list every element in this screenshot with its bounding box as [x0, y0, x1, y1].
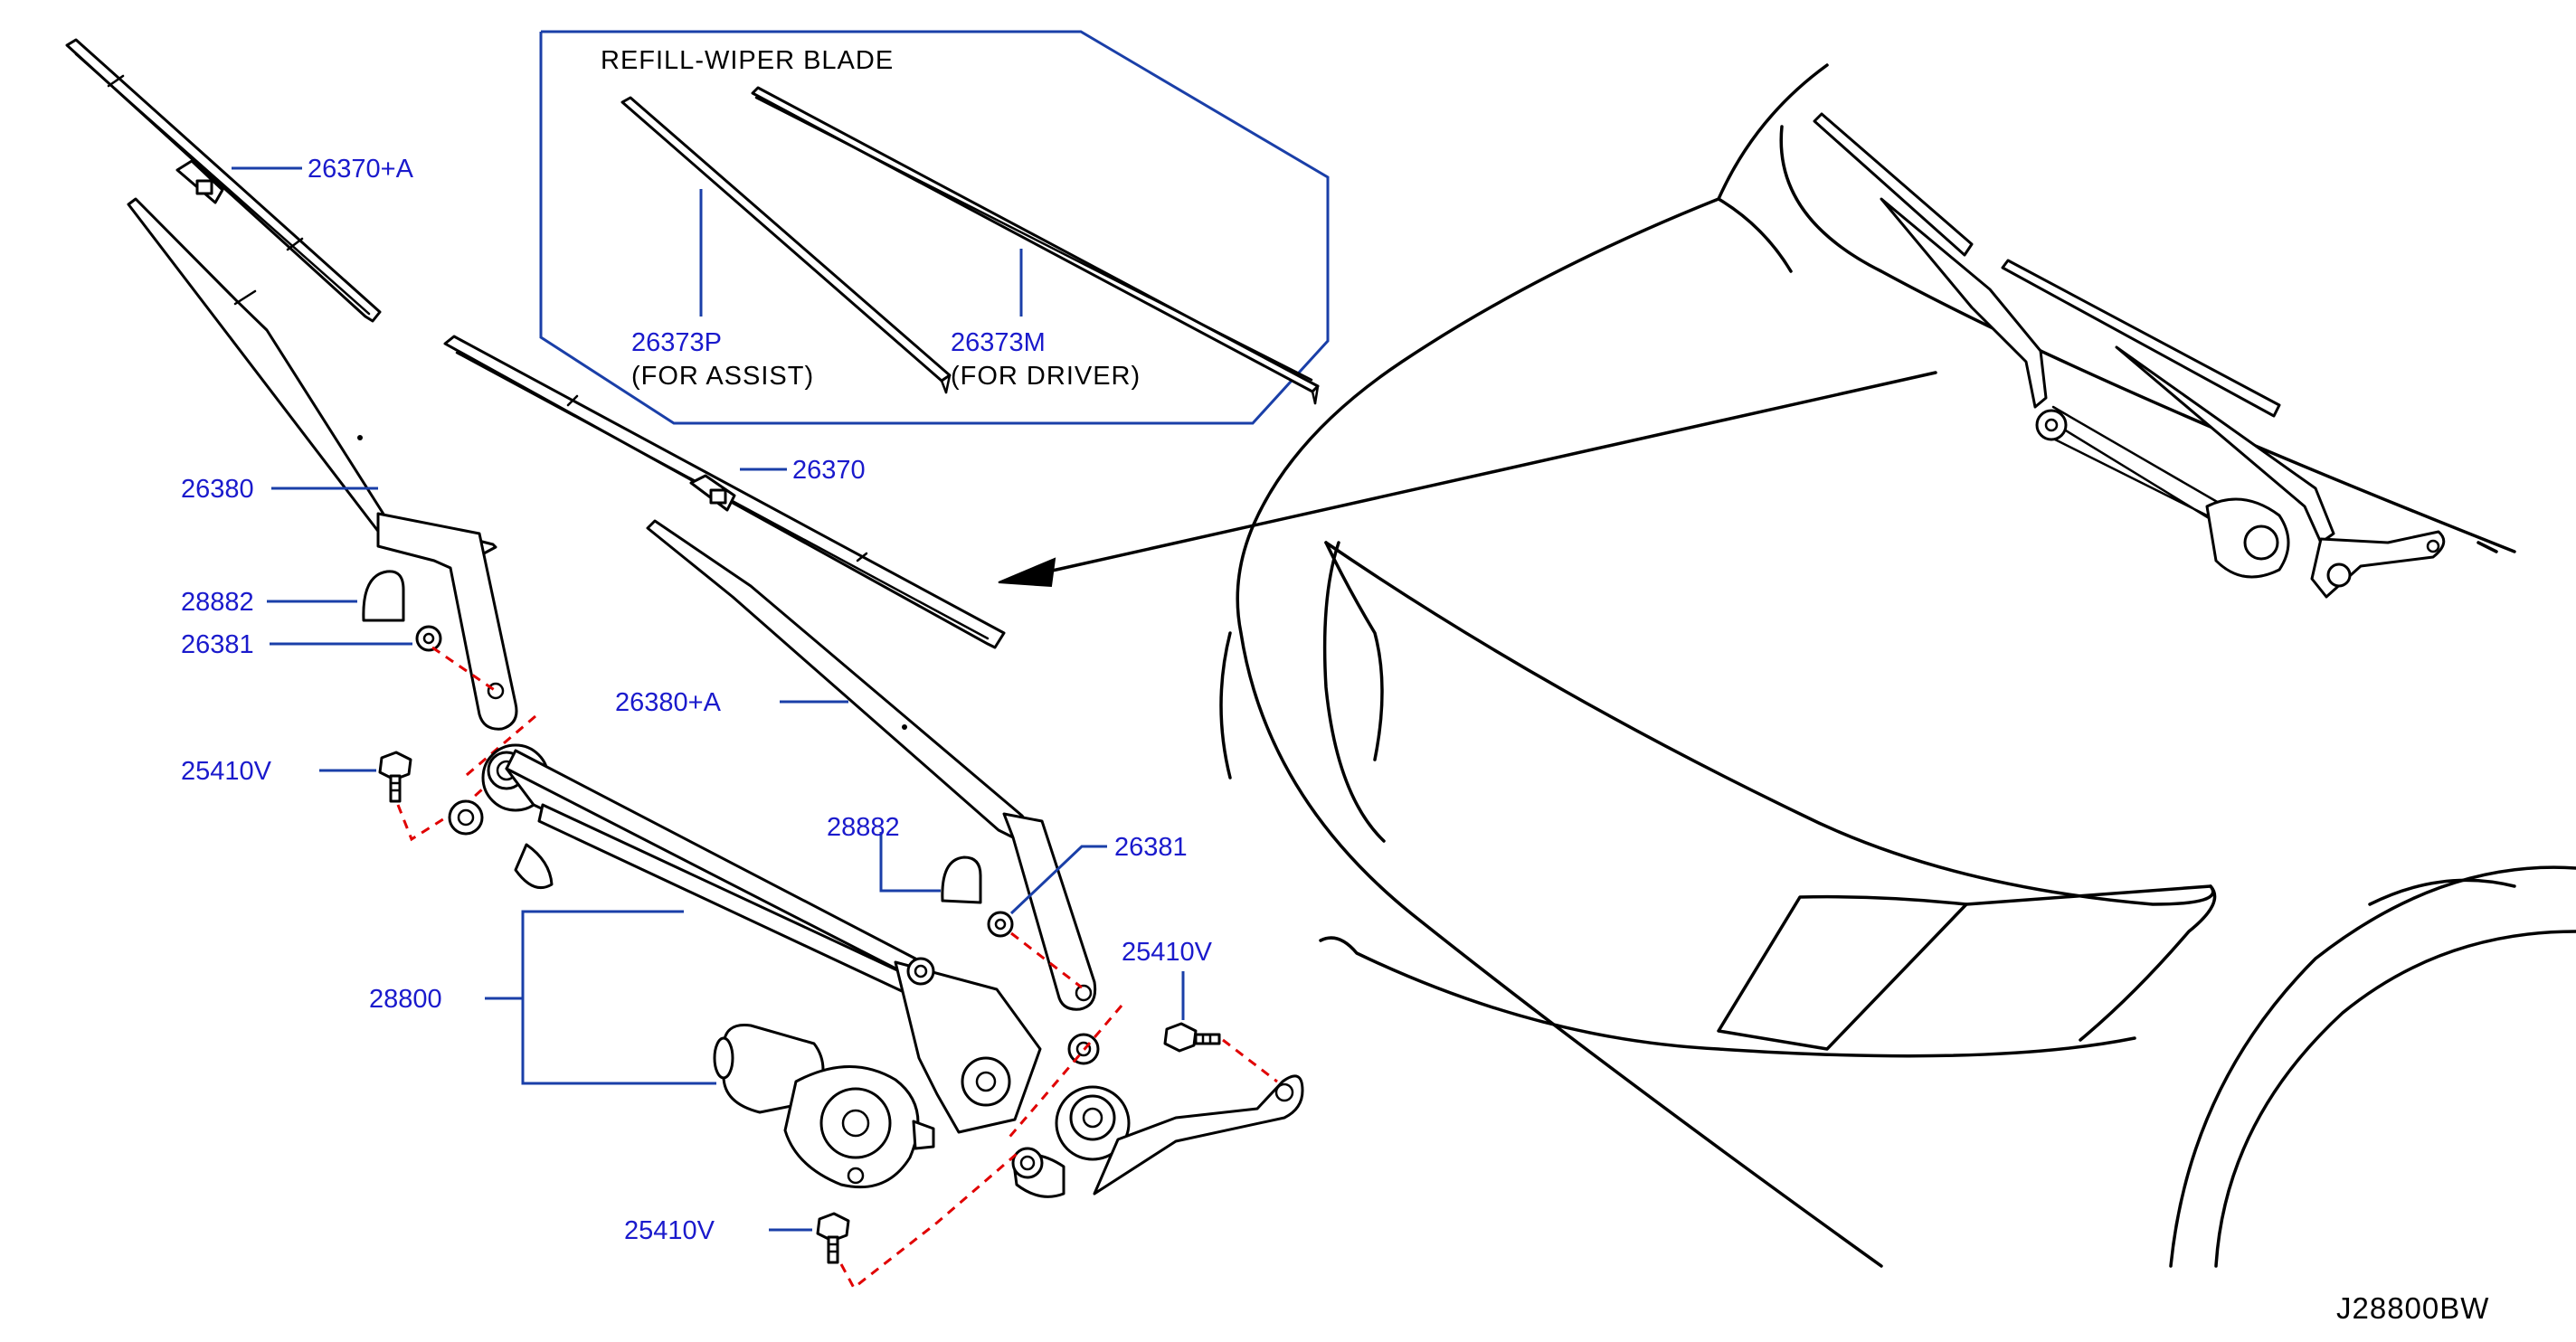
label-25410V-left: 25410V — [181, 757, 272, 786]
label-26370: 26370 — [792, 456, 866, 485]
refill-inset: REFILL-WIPER BLADE 26373P (FOR ASSIST) 2… — [539, 30, 1330, 425]
vehicle-front-outline — [1219, 63, 2576, 1268]
wiper-arm-driver[interactable] — [646, 519, 1097, 1011]
location-arrow — [998, 371, 1937, 588]
label-26380: 26380 — [181, 475, 254, 504]
inset-frame — [539, 30, 1330, 425]
label-26381-center: 26381 — [1114, 833, 1188, 862]
mount-bolt-left[interactable] — [378, 751, 412, 803]
inset-title: REFILL-WIPER BLADE — [601, 46, 894, 75]
mount-bolt-right[interactable] — [1163, 1022, 1221, 1053]
wiper-blade-driver[interactable] — [443, 335, 1006, 649]
arm-cap-left[interactable] — [362, 570, 405, 622]
arm-nut-center[interactable] — [987, 911, 1014, 938]
refill-assist[interactable] — [620, 96, 952, 394]
wiper-arm-assist[interactable] — [127, 197, 518, 731]
label-26381-left: 26381 — [181, 630, 254, 659]
label-28882-left: 28882 — [181, 588, 254, 617]
arm-nut-left[interactable] — [415, 625, 442, 652]
label-for-assist: (FOR ASSIST) — [631, 362, 814, 391]
label-26380-A: 26380+A — [615, 688, 722, 717]
refill-driver[interactable] — [751, 86, 1320, 405]
diagram-code: J28800BW — [2336, 1291, 2489, 1325]
arm-cap-center[interactable] — [941, 855, 982, 904]
label-26373P: 26373P — [631, 328, 722, 357]
label-25410V-bottom: 25410V — [624, 1216, 715, 1245]
wiper-linkage-motor[interactable] — [448, 743, 1304, 1198]
label-for-driver: (FOR DRIVER) — [951, 362, 1141, 391]
label-28882-center: 28882 — [827, 813, 900, 842]
label-26370-A: 26370+A — [308, 155, 414, 184]
label-28800: 28800 — [369, 985, 442, 1014]
label-25410V-right: 25410V — [1122, 938, 1213, 967]
label-26373M: 26373M — [951, 328, 1046, 357]
wiper-blade-assist[interactable] — [65, 38, 382, 323]
mount-bolt-bottom[interactable] — [816, 1212, 850, 1264]
